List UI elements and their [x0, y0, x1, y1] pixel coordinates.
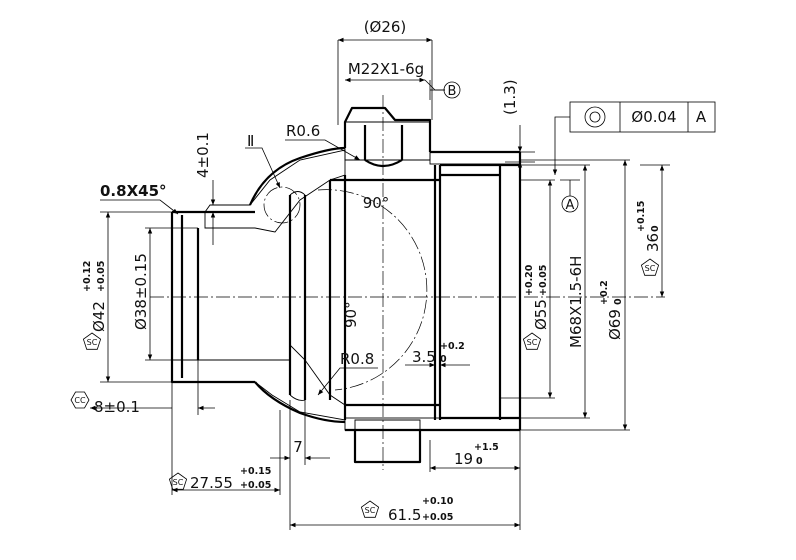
sc-icon: SC — [640, 258, 660, 276]
dim-dia69-lower: 0 — [613, 298, 624, 305]
tolerance-frame: Ø0.04 A — [569, 101, 716, 133]
bottom-boss — [354, 419, 421, 463]
sc-icon: SC — [360, 500, 380, 518]
dim-1-3: (1.3) — [501, 79, 519, 115]
svg-text:SC: SC — [527, 338, 538, 347]
part-outline — [170, 106, 522, 464]
center-lines — [150, 95, 665, 470]
svg-text:SC: SC — [365, 506, 376, 515]
view-ref: Ⅱ — [247, 132, 254, 150]
dim-dia42-lower: +0.05 — [96, 261, 107, 292]
tolerance-value: Ø0.04 — [631, 108, 676, 126]
dim-dia42-upper: +0.12 — [82, 261, 93, 292]
svg-text:SC: SC — [173, 478, 184, 487]
top-nipple-wall — [344, 121, 431, 161]
dim-angle-side: 90° — [342, 301, 360, 328]
sc-symbols: SC SC SC SC SC CC — [70, 258, 660, 518]
upper-dome-wall — [204, 149, 346, 233]
dim-dia55-lower: +0.05 — [538, 265, 549, 296]
svg-text:CC: CC — [74, 396, 86, 405]
dim-3-5-lower: 0 — [440, 354, 447, 365]
datum-b-symbol: B — [429, 80, 461, 100]
dim-dia55: Ø55 — [532, 299, 550, 330]
dim-27-55-lower: +0.05 — [240, 480, 271, 491]
dim-dia42: Ø42 — [90, 301, 108, 332]
concentricity-icon — [584, 106, 606, 128]
dim-61-5: 61.5 — [388, 506, 421, 524]
dim-27-55: 27.55 — [190, 474, 233, 492]
dimension-texts: (Ø26) M22X1-6g (1.3) 0.8X45° 4±0.1 Ⅱ R0.… — [82, 18, 662, 524]
cc-icon: CC — [70, 391, 90, 409]
dim-dia55-upper: +0.20 — [524, 264, 535, 296]
datum-a-symbol: A — [560, 179, 580, 213]
dimension-lines — [90, 37, 670, 530]
dim-36-lower: 0 — [650, 225, 661, 232]
dim-dia38: Ø38±0.15 — [132, 253, 150, 330]
dim-36: 36 — [644, 233, 662, 252]
dim-thread-m22: M22X1-6g — [348, 60, 424, 78]
dim-3-5: 3.5 — [412, 348, 436, 366]
datum-a-label: A — [566, 198, 575, 213]
datum-b-label: B — [448, 84, 457, 99]
sc-icon: SC — [168, 472, 188, 490]
dim-27-55-upper: +0.15 — [240, 466, 271, 477]
dim-r08: R0.8 — [340, 350, 374, 368]
dim-36-upper: +0.15 — [636, 201, 647, 232]
dim-19: 19 — [454, 450, 473, 468]
dim-61-5-lower: +0.05 — [422, 512, 453, 523]
svg-text:SC: SC — [87, 338, 98, 347]
tolerance-datum: A — [696, 108, 707, 126]
dim-chamfer: 0.8X45° — [100, 182, 167, 200]
dim-61-5-upper: +0.10 — [422, 496, 454, 507]
dim-dia69-upper: +0.2 — [599, 280, 610, 305]
dim-thread-m68: M68X1.5-6H — [567, 256, 585, 348]
concentricity-inner-icon — [589, 111, 601, 123]
dim-r06: R0.6 — [286, 122, 320, 140]
dim-4: 4±0.1 — [194, 132, 212, 178]
dim-8: 8±0.1 — [94, 398, 140, 416]
dim-7: 7 — [293, 438, 303, 456]
sc-icon: SC — [522, 332, 542, 350]
dim-dia69: Ø69 — [606, 309, 624, 340]
sc-icon: SC — [82, 332, 102, 350]
dim-top-dia: (Ø26) — [364, 18, 407, 36]
dim-3-5-upper: +0.2 — [440, 341, 465, 352]
dim-19-upper: +1.5 — [474, 442, 499, 453]
dim-angle-top: 90° — [363, 194, 390, 212]
dim-19-lower: 0 — [476, 456, 483, 467]
svg-text:SC: SC — [645, 264, 656, 273]
